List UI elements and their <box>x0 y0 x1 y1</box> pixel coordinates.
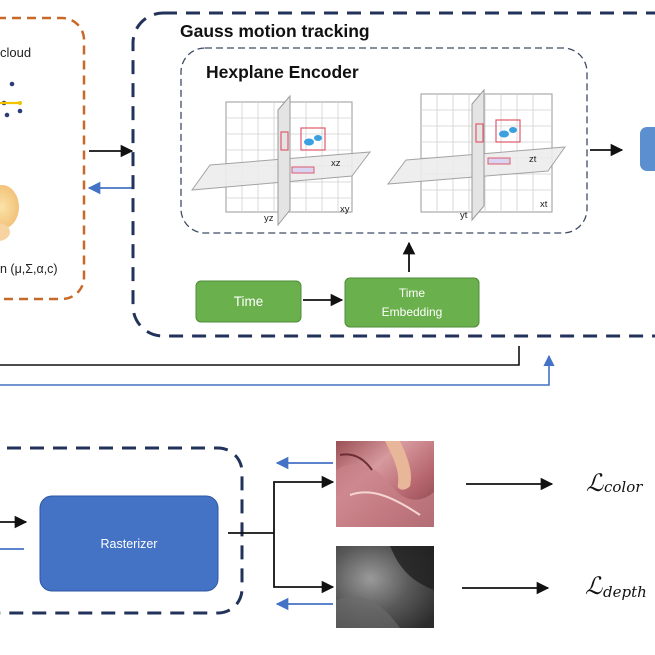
depth-loss-symbol: ℒ <box>585 572 603 600</box>
time-embedding-label-line2: Embedding <box>382 305 443 319</box>
plane-label-xt: xt <box>540 199 548 210</box>
plane-label-xy: xy <box>340 204 350 215</box>
rasterizer-label: Rasterizer <box>101 537 158 551</box>
plane-label-yt: yt <box>460 210 468 221</box>
depth-loss: ℒ depth <box>585 572 647 601</box>
rasterizer-box: Rasterizer <box>39 495 219 592</box>
plane-label-zt: zt <box>529 154 537 165</box>
time-box: Time <box>195 280 302 323</box>
color-loss-subscript: color <box>604 478 643 496</box>
arrow-to-color-render <box>273 475 335 533</box>
hexplane-title: Hexplane Encoder <box>206 62 359 82</box>
time-embedding-label-line1: Time <box>399 286 426 300</box>
hexplane-encoder-box: Hexplane Encoder <box>180 47 588 234</box>
time-embedding-box: Time Embedding <box>344 277 480 328</box>
rendered-depth-image <box>336 546 434 628</box>
arrow-to-depth-render <box>273 533 335 594</box>
rendered-color-image <box>336 441 434 527</box>
gauss-motion-title: Gauss motion tracking <box>180 21 370 41</box>
gaussian-params-label: n (μ,Σ,α,c) <box>0 262 58 276</box>
line-blue-feedback <box>0 354 555 386</box>
time-label: Time <box>234 294 264 309</box>
color-loss: ℒ color <box>586 469 643 497</box>
cloud-label: cloud <box>0 45 31 60</box>
depth-loss-subscript: depth <box>603 583 647 601</box>
plane-label-xz: xz <box>331 158 341 169</box>
point-cloud-dots <box>0 81 23 118</box>
color-loss-symbol: ℒ <box>586 469 604 497</box>
hexplane-planes-spatial: xz yz xy <box>190 94 372 227</box>
point-cloud-panel: cloud n (μ,Σ,α,c) <box>0 16 86 301</box>
deformation-decoder-box <box>640 127 655 171</box>
hexplane-planes-temporal: zt yt xt <box>386 88 567 222</box>
gaussian-blob <box>0 185 19 241</box>
render-panel: Rasterizer <box>0 446 244 615</box>
gauss-motion-tracking-panel: Gauss motion tracking Hexplane Encoder <box>131 11 655 338</box>
plane-label-yz: yz <box>264 213 274 224</box>
line-black-feedback <box>0 346 520 366</box>
